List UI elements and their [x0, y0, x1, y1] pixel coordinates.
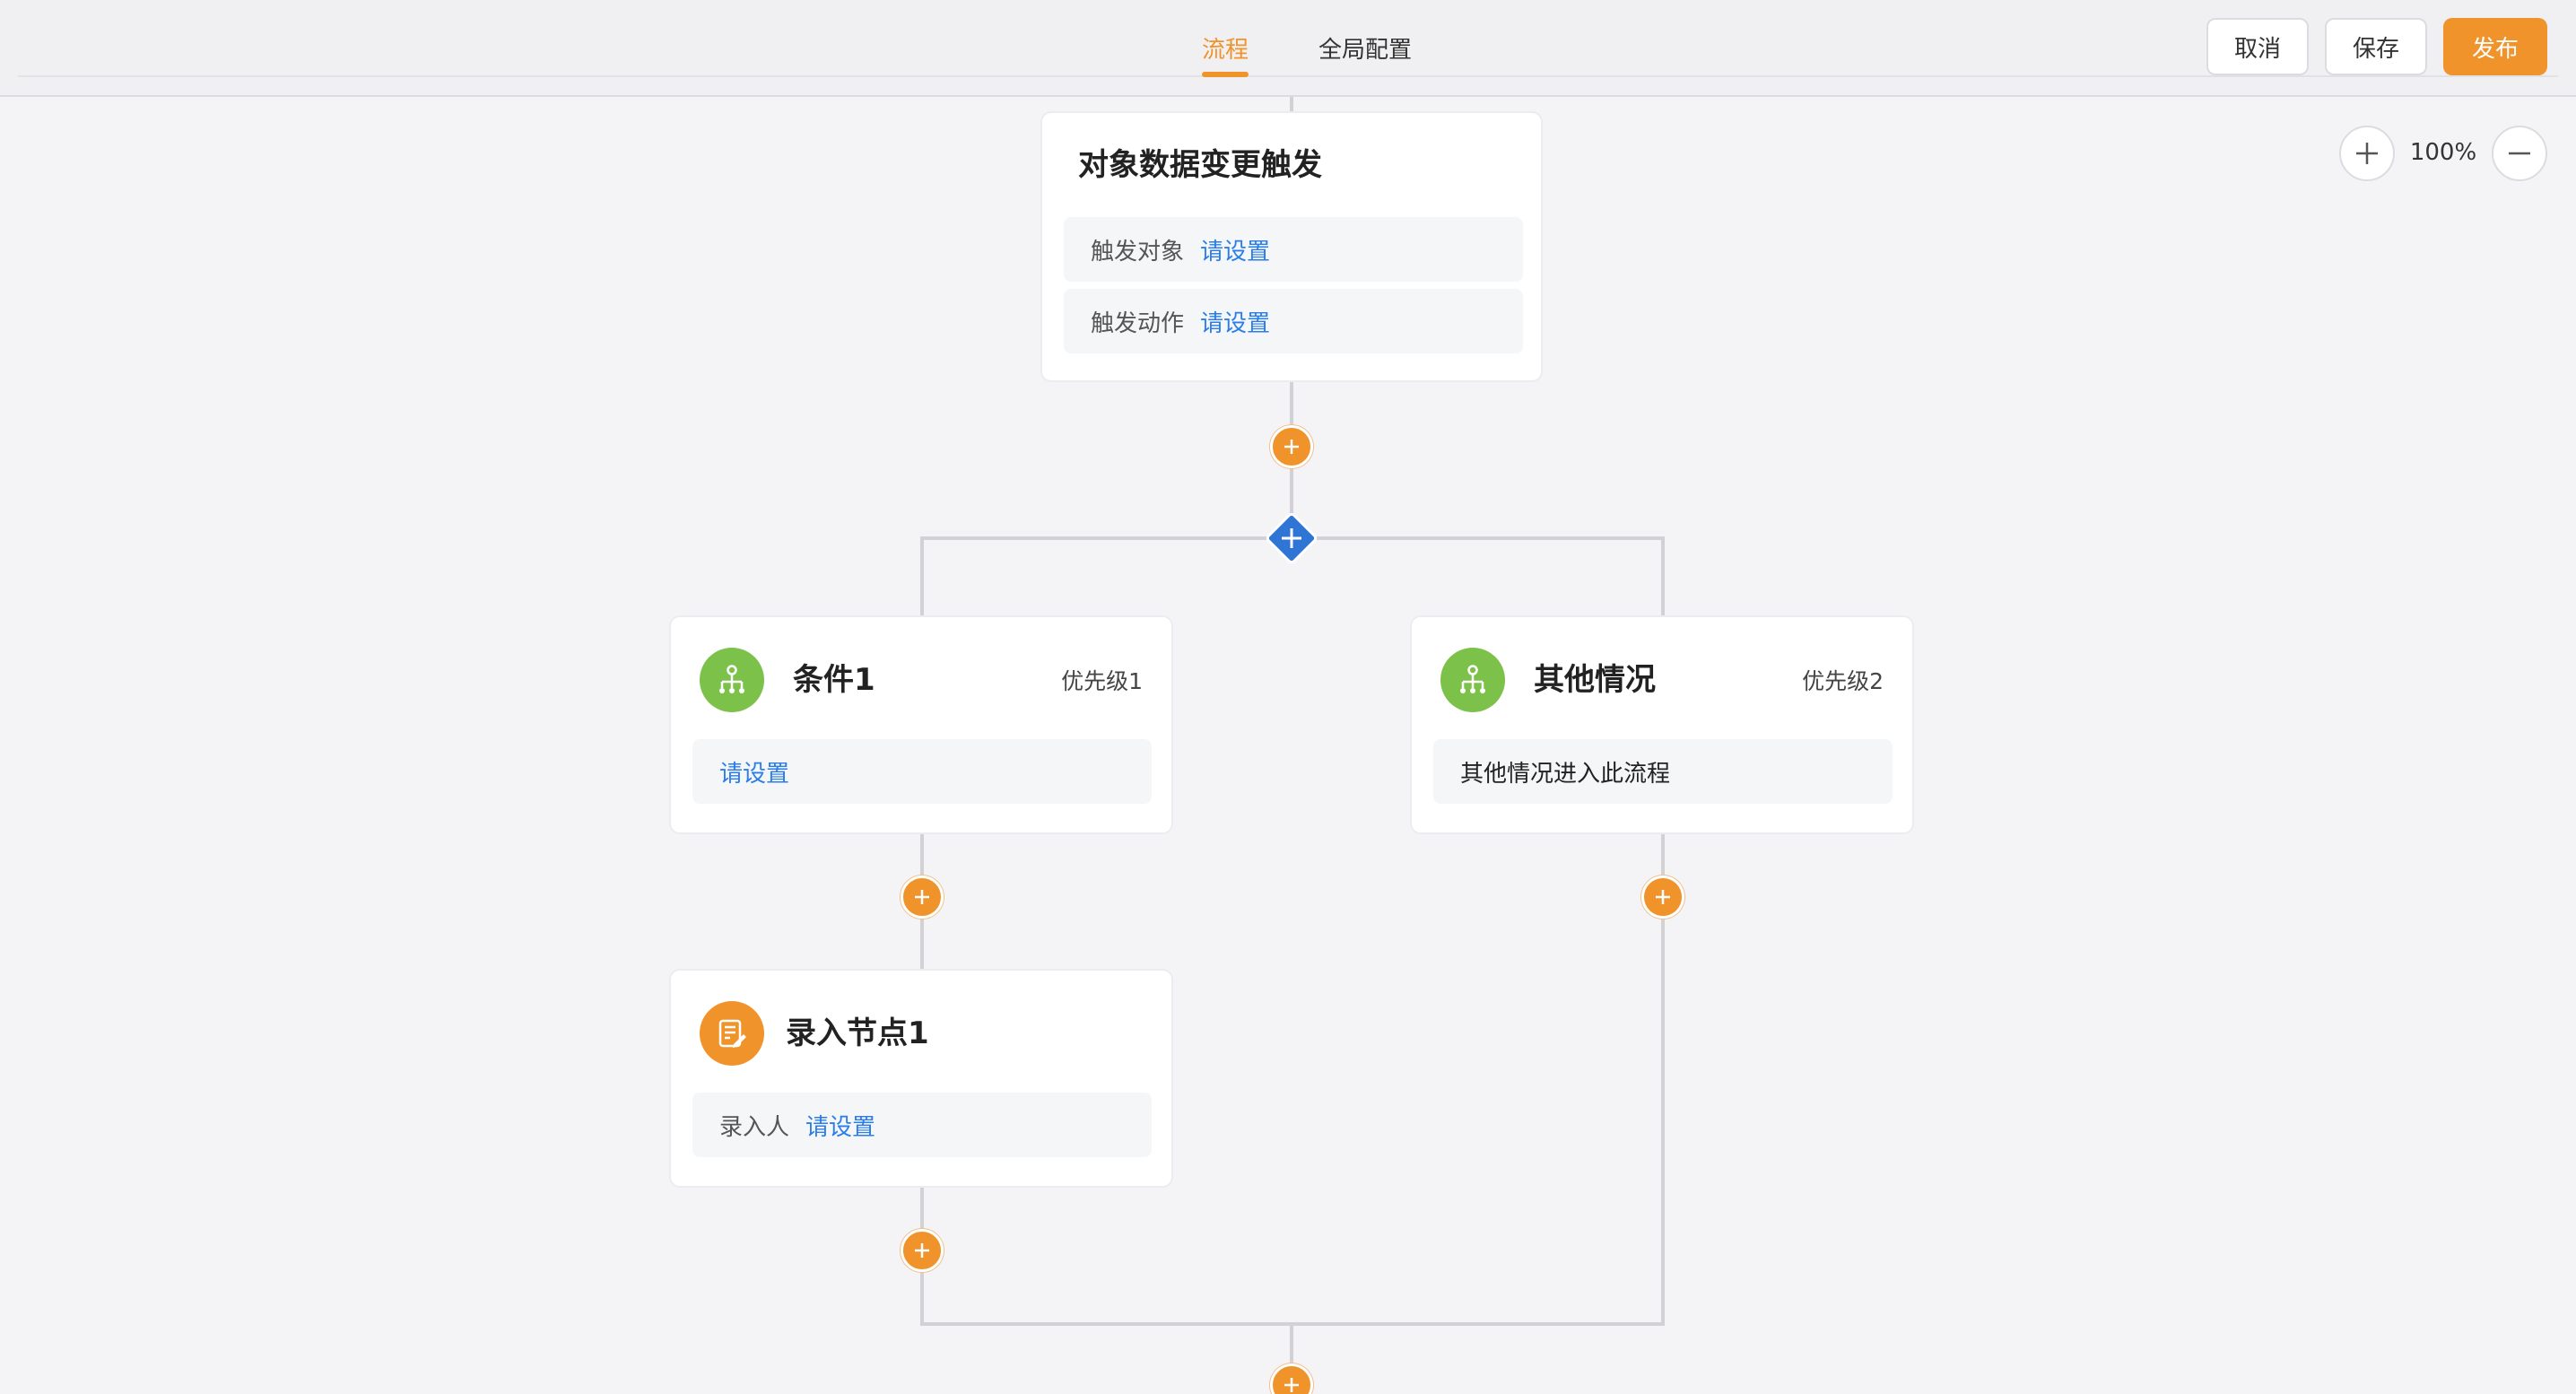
- trigger-action-setting-link[interactable]: 请设置: [1200, 309, 1271, 337]
- trigger-action-row[interactable]: 触发动作 请设置: [1064, 289, 1523, 353]
- save-button[interactable]: 保存: [2325, 18, 2427, 75]
- connector-line: [1290, 97, 1293, 115]
- publish-button[interactable]: 发布: [2443, 18, 2547, 75]
- add-node-button[interactable]: [1641, 876, 1684, 919]
- header-divider: [18, 75, 2558, 77]
- branch-icon: [700, 648, 764, 712]
- plus-icon: [1284, 440, 1299, 454]
- zoom-in-button[interactable]: [2339, 126, 2395, 181]
- tab-global-config[interactable]: 全局配置: [1318, 37, 1413, 64]
- cancel-button[interactable]: 取消: [2206, 18, 2309, 75]
- connector-line: [1290, 1322, 1293, 1376]
- trigger-object-row[interactable]: 触发对象 请设置: [1064, 217, 1523, 282]
- add-node-button[interactable]: [901, 1229, 944, 1272]
- add-branch-button[interactable]: [1263, 510, 1320, 567]
- top-header: 流程 全局配置 取消 保存 发布: [0, 0, 2576, 97]
- trigger-object-label: 触发对象: [1091, 238, 1185, 266]
- add-node-button[interactable]: [1270, 425, 1313, 468]
- plus-icon: [915, 890, 929, 904]
- entry-node-card[interactable]: 录入节点1 录入人 请设置: [669, 969, 1173, 1188]
- condition-card-1[interactable]: 条件1 优先级1 请设置: [669, 615, 1173, 834]
- plus-icon: [915, 1243, 929, 1258]
- condition-card-other[interactable]: 其他情况 优先级2 其他情况进入此流程: [1410, 615, 1914, 834]
- priority-label: 优先级2: [1802, 668, 1884, 694]
- form-edit-icon: [700, 1001, 764, 1066]
- trigger-card[interactable]: 对象数据变更触发 触发对象 请设置 触发动作 请设置: [1040, 111, 1543, 382]
- entry-user-label: 录入人: [719, 1113, 790, 1141]
- condition-description-row: 其他情况进入此流程: [1433, 739, 1893, 804]
- entry-user-row[interactable]: 录入人 请设置: [692, 1093, 1152, 1157]
- trigger-object-setting-link[interactable]: 请设置: [1200, 238, 1271, 266]
- minus-icon: [2509, 152, 2530, 155]
- trigger-action-label: 触发动作: [1091, 309, 1185, 337]
- condition-title: 其他情况: [1534, 662, 1656, 698]
- connector-line: [920, 536, 924, 617]
- plus-icon: [1284, 1378, 1299, 1392]
- add-node-button[interactable]: [901, 876, 944, 919]
- branch-icon: [1440, 648, 1505, 712]
- condition-setting-row[interactable]: 请设置: [692, 739, 1152, 804]
- entry-node-title: 录入节点1: [786, 1015, 929, 1051]
- condition-description: 其他情况进入此流程: [1460, 760, 1671, 788]
- connector-line: [1661, 536, 1665, 617]
- priority-label: 优先级1: [1061, 668, 1143, 694]
- plus-icon: [1656, 890, 1670, 904]
- zoom-out-button[interactable]: [2492, 126, 2547, 181]
- tab-flow[interactable]: 流程: [1202, 37, 1249, 64]
- add-node-button[interactable]: [1270, 1364, 1313, 1394]
- zoom-level: 100%: [2409, 139, 2477, 166]
- plus-icon: [2356, 143, 2378, 164]
- trigger-title: 对象数据变更触发: [1078, 147, 1322, 183]
- entry-user-setting-link[interactable]: 请设置: [805, 1113, 876, 1141]
- tab-active-indicator: [1202, 72, 1249, 77]
- condition-setting-link[interactable]: 请设置: [719, 760, 790, 788]
- connector-line: [1661, 831, 1665, 1326]
- condition-title: 条件1: [793, 662, 875, 698]
- diamond-plus-icon: [1266, 512, 1318, 564]
